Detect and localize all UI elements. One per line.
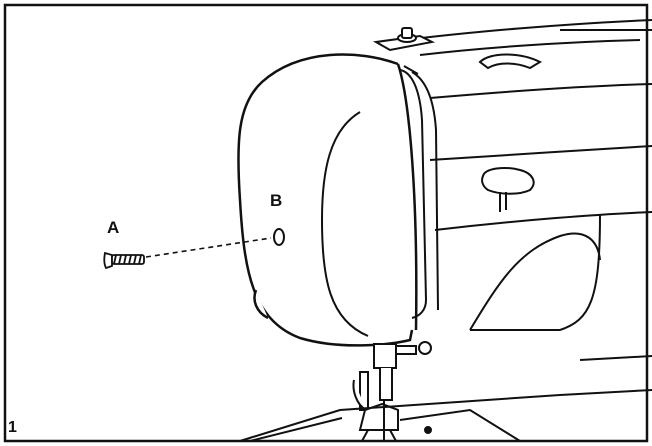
callout-label-b: B — [270, 191, 283, 210]
alignment-dashed-line — [145, 237, 272, 258]
figure-number: 1 — [8, 419, 17, 436]
callout-label-a: A — [107, 218, 120, 237]
cover-contour — [320, 111, 369, 337]
screw-hole — [273, 228, 285, 246]
needle-plate — [239, 355, 652, 442]
take-up-channel — [399, 65, 439, 319]
lever-knob — [481, 167, 535, 212]
screw — [103, 251, 145, 270]
machine-arm — [404, 19, 652, 331]
face-plate — [237, 53, 418, 347]
figure-border — [3, 3, 649, 443]
thread-guide — [372, 27, 543, 70]
presser-foot-assembly — [352, 341, 432, 442]
